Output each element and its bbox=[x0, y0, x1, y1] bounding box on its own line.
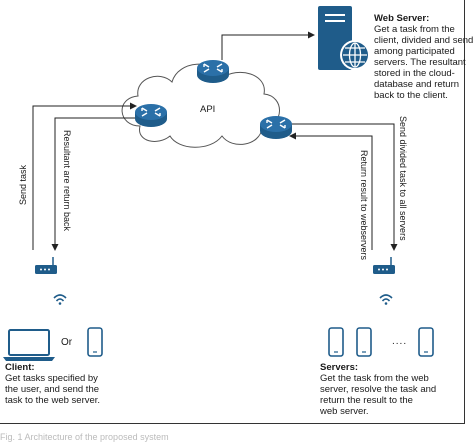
servers-line: Get the task from the web bbox=[320, 373, 429, 384]
web-server-line: among participated bbox=[374, 46, 455, 57]
api-label: API bbox=[200, 104, 216, 115]
router-left-icon bbox=[134, 103, 168, 128]
web-server-line: database and return bbox=[374, 79, 460, 90]
servers-title: Servers: bbox=[320, 362, 359, 373]
web-server-line: client, divided and send bbox=[374, 35, 474, 46]
server-phone-2-icon bbox=[356, 327, 372, 357]
server-wifi-icon bbox=[379, 294, 393, 306]
web-server-line: Get a task from the bbox=[374, 24, 455, 35]
client-modem-icon bbox=[34, 256, 58, 275]
laptop-icon bbox=[3, 329, 55, 361]
web-server-line: back to the client. bbox=[374, 90, 448, 101]
resultant-return-label: Resultant are return back bbox=[62, 130, 72, 232]
ellipsis-label: .... bbox=[392, 336, 408, 347]
figure-caption: Fig. 1 Architecture of the proposed syst… bbox=[0, 432, 169, 442]
server-phone-1-icon bbox=[328, 327, 344, 357]
router-top-icon bbox=[196, 59, 230, 84]
client-line: Get tasks specified by bbox=[5, 373, 98, 384]
send-task-label: Send task bbox=[18, 164, 28, 205]
client-title: Client: bbox=[5, 362, 35, 373]
return-result-label: Return result to webservers bbox=[359, 150, 369, 261]
servers-line: web server. bbox=[320, 406, 369, 417]
web-server-description: Web Server: Get a task from the client, … bbox=[374, 13, 474, 101]
connector-return-result bbox=[289, 132, 373, 250]
web-server-line: stored in the cloud- bbox=[374, 68, 455, 79]
connector-router-webserver bbox=[221, 31, 315, 60]
web-server-line: servers. The resultant bbox=[374, 57, 466, 68]
web-server-title: Web Server: bbox=[374, 13, 430, 24]
servers-line: server, resolve the task and bbox=[320, 384, 437, 395]
router-right-icon bbox=[259, 115, 293, 140]
figure-frame bbox=[0, 0, 465, 424]
connector-send-divided bbox=[290, 123, 398, 251]
client-phone-icon bbox=[87, 327, 103, 357]
cloud-shape bbox=[121, 63, 280, 148]
client-description: Client: Get tasks specified by the user,… bbox=[5, 362, 135, 406]
or-label: Or bbox=[61, 337, 73, 348]
client-line: the user, and send the bbox=[5, 384, 100, 395]
servers-description: Servers: Get the task from the web serve… bbox=[320, 362, 460, 417]
client-line: task to the web server. bbox=[5, 395, 101, 406]
send-divided-label: Send divided task to all servers bbox=[398, 116, 408, 241]
server-phone-3-icon bbox=[418, 327, 434, 357]
connector-send-task bbox=[32, 102, 137, 250]
client-wifi-icon bbox=[53, 294, 67, 306]
server-modem-icon bbox=[372, 256, 396, 275]
connector-resultant-return bbox=[51, 117, 136, 251]
servers-line: return the result to the bbox=[320, 395, 413, 406]
web-server-icon bbox=[318, 6, 370, 70]
